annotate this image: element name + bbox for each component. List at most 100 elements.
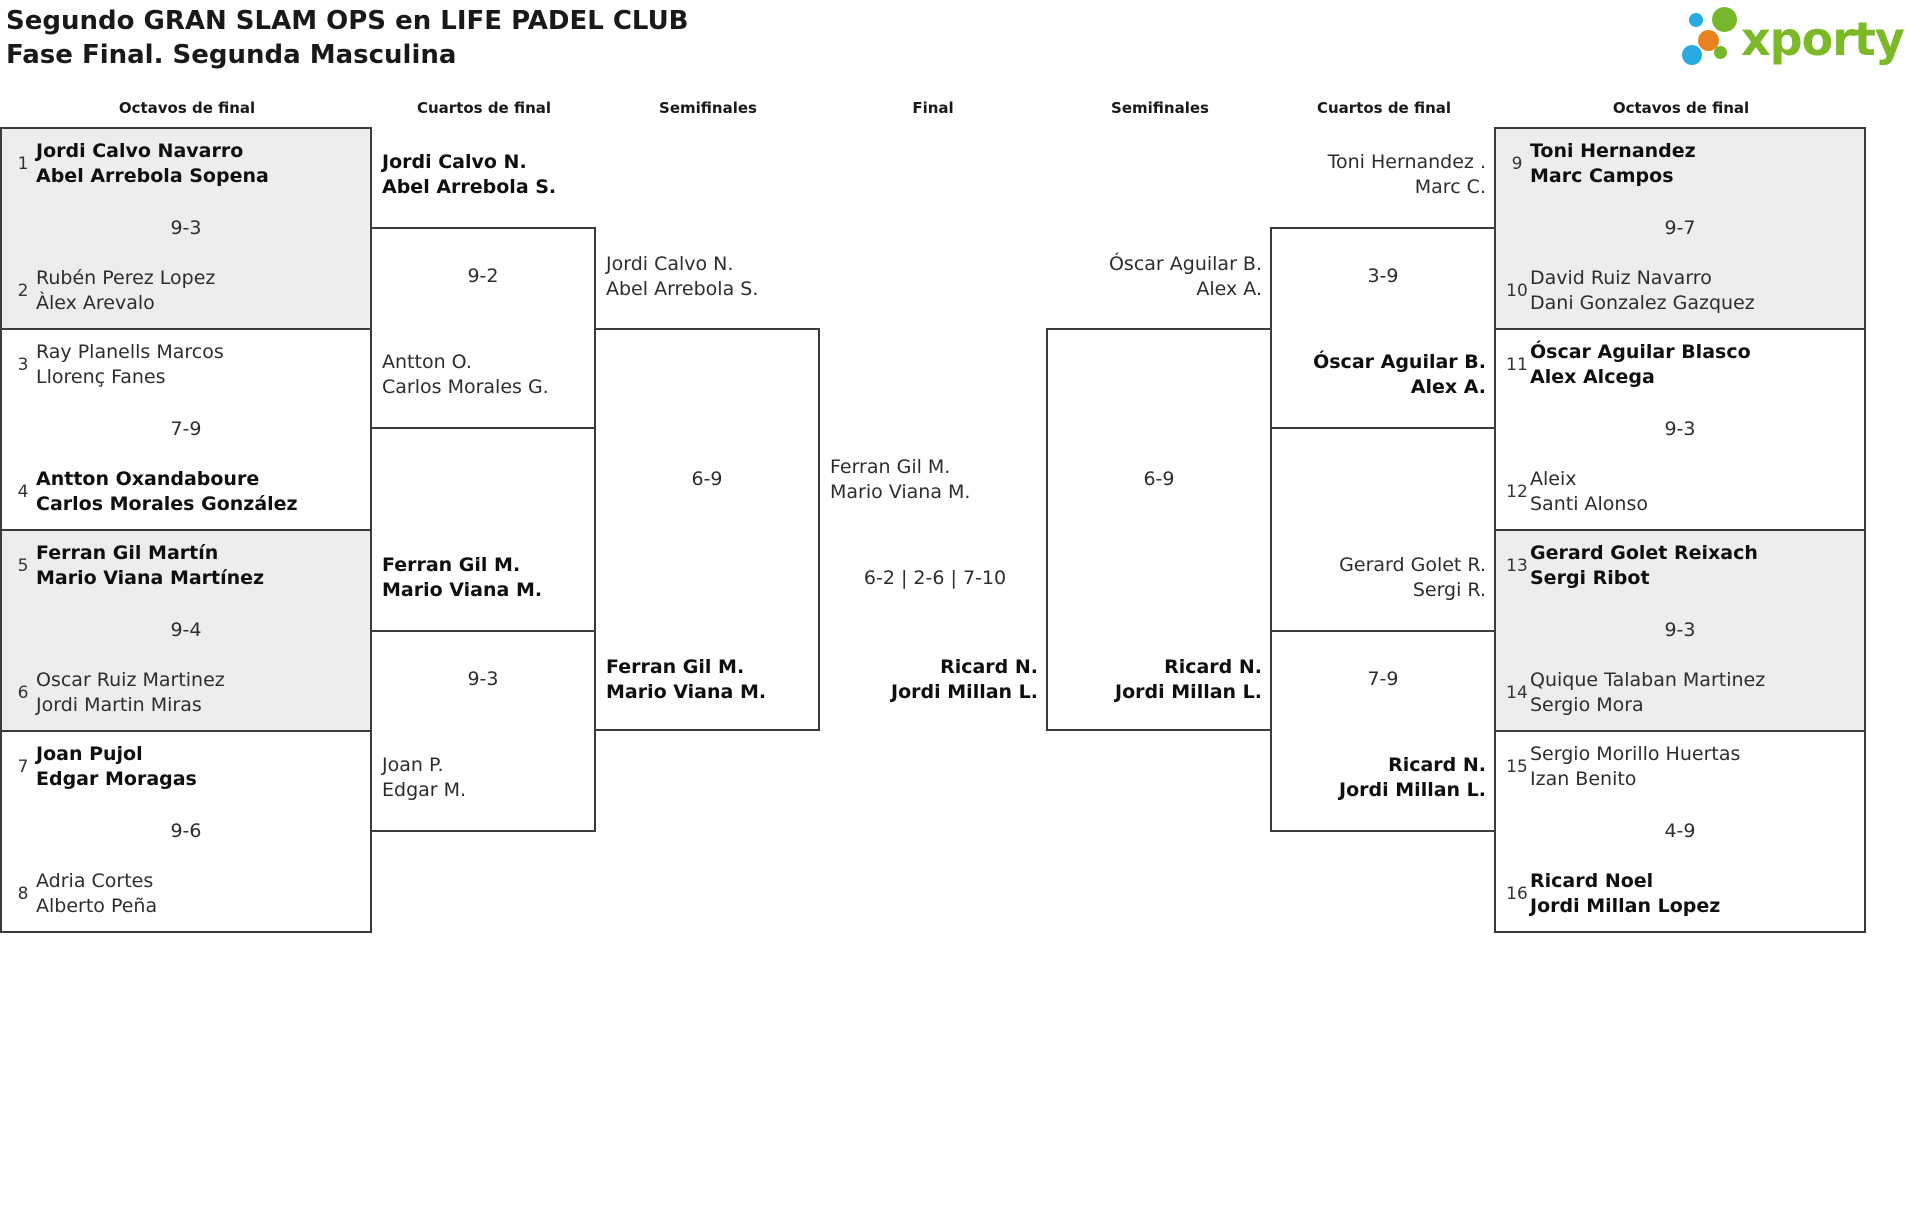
seed-number: 6	[17, 683, 29, 703]
match-box-octavos-1: 1 Jordi Calvo Navarro Abel Arrebola Sope…	[2, 129, 370, 330]
team-names: Antton Oxandaboure Carlos Morales Gonzál…	[36, 468, 298, 515]
seed-number: 16	[1506, 884, 1528, 904]
team-names: Ferran Gil Martín Mario Viana Martínez	[36, 542, 265, 589]
seed-number: 2	[17, 281, 29, 301]
team-names: Rubén Perez Lopez Àlex Arevalo	[36, 267, 216, 314]
team-entry: 1 Jordi Calvo Navarro Abel Arrebola Sope…	[2, 139, 370, 189]
round-header-cuartos-left: Cuartos de final	[416, 99, 552, 117]
match-box-octavos-4: 7 Joan Pujol Edgar Moragas 9-6 8 Adria C…	[2, 732, 370, 931]
match-score: 3-9	[1367, 265, 1399, 287]
team-names: Adria Cortes Alberto Peña	[36, 870, 158, 917]
xporty-logo[interactable]: xporty	[1680, 5, 1910, 75]
seed-number: 1	[17, 154, 29, 174]
seed-number: 13	[1506, 556, 1528, 576]
logo-dot-green-large	[1712, 7, 1737, 32]
match-score: 9-3	[1664, 618, 1696, 641]
match-box-octavos-6: 11 Óscar Aguilar Blasco Alex Alcega 9-3 …	[1496, 330, 1864, 531]
team-entry: 13 Gerard Golet Reixach Sergi Ribot	[1496, 541, 1864, 591]
logo-text: xporty	[1741, 12, 1905, 66]
team-names: David Ruiz Navarro Dani Gonzalez Gazquez	[1530, 267, 1755, 314]
team-names: Ricard N. Jordi Millan L.	[1339, 754, 1486, 801]
team-entry: 14 Quique Talaban Martinez Sergio Mora	[1496, 668, 1864, 718]
phase-name: Fase Final. Segunda Masculina	[6, 40, 457, 70]
match-score: 9-4	[170, 618, 202, 641]
match-box-octavos-5: 9 Toni Hernandez Marc Campos 9-7 10 Davi…	[1496, 129, 1864, 330]
match-box-octavos-3: 5 Ferran Gil Martín Mario Viana Martínez…	[2, 531, 370, 732]
seed-number: 4	[17, 482, 29, 502]
match-box-octavos-8: 15 Sergio Morillo Huertas Izan Benito 4-…	[1496, 732, 1864, 931]
match-score: 9-3	[467, 668, 499, 690]
team-names-champion: Ricard N. Jordi Millan L.	[891, 656, 1038, 703]
team-names: Sergio Morillo Huertas Izan Benito	[1530, 743, 1741, 790]
match-box-semifinal-left	[594, 328, 820, 731]
team-names: Ricard Noel Jordi Millan Lopez	[1530, 870, 1721, 917]
match-score: 9-6	[170, 819, 202, 842]
match-score: 9-2	[467, 265, 499, 287]
octavos-left-column: 1 Jordi Calvo Navarro Abel Arrebola Sope…	[0, 127, 372, 933]
team-names: Gerard Golet Reixach Sergi Ribot	[1530, 542, 1758, 589]
seed-number: 8	[17, 884, 29, 904]
seed-number: 9	[1511, 154, 1523, 174]
match-score: 4-9	[1664, 819, 1696, 842]
page-title: Segundo GRAN SLAM OPS en LIFE PADEL CLUB…	[6, 4, 689, 72]
team-entry: 3 Ray Planells Marcos Llorenç Fanes	[2, 340, 370, 390]
round-header-semis-left: Semifinales	[659, 99, 757, 117]
logo-dot-blue-small	[1689, 13, 1703, 27]
team-names: Jordi Calvo N. Abel Arrebola S.	[606, 253, 759, 300]
match-score: 9-7	[1664, 216, 1696, 239]
team-entry: 8 Adria Cortes Alberto Peña	[2, 869, 370, 919]
team-names: Óscar Aguilar B. Alex A.	[1313, 351, 1486, 398]
team-entry: 12 Aleix Santi Alonso	[1496, 467, 1864, 517]
seed-number: 7	[17, 757, 29, 777]
logo-dot-blue-large	[1682, 45, 1702, 65]
seed-number: 10	[1506, 281, 1528, 301]
match-score: 9-3	[170, 216, 202, 239]
team-names: Ray Planells Marcos Llorenç Fanes	[36, 341, 224, 388]
team-entry: 7 Joan Pujol Edgar Moragas	[2, 742, 370, 792]
team-names: Jordi Calvo Navarro Abel Arrebola Sopena	[36, 140, 269, 187]
team-entry: 11 Óscar Aguilar Blasco Alex Alcega	[1496, 340, 1864, 390]
team-names: Gerard Golet R. Sergi R.	[1339, 554, 1486, 601]
team-names: Quique Talaban Martinez Sergio Mora	[1530, 669, 1766, 716]
team-names: Óscar Aguilar B. Alex A.	[1108, 253, 1262, 300]
team-entry: 16 Ricard Noel Jordi Millan Lopez	[1496, 869, 1864, 919]
match-box-octavos-2: 3 Ray Planells Marcos Llorenç Fanes 7-9 …	[2, 330, 370, 531]
round-header-cuartos-right: Cuartos de final	[1316, 99, 1452, 117]
seed-number: 3	[17, 355, 29, 375]
team-names: Joan P. Edgar M.	[382, 754, 467, 801]
team-names: Ferran Gil M. Mario Viana M.	[606, 656, 767, 703]
team-names: Aleix Santi Alonso	[1530, 468, 1648, 515]
team-entry: 10 David Ruiz Navarro Dani Gonzalez Gazq…	[1496, 266, 1864, 316]
team-names: Óscar Aguilar Blasco Alex Alcega	[1530, 341, 1751, 388]
team-names-finalist-top: Ferran Gil M. Mario Viana M.	[830, 456, 971, 503]
team-entry: 6 Oscar Ruiz Martinez Jordi Martin Miras	[2, 668, 370, 718]
match-box-cuartos-left-2	[370, 630, 596, 832]
match-box-octavos-7: 13 Gerard Golet Reixach Sergi Ribot 9-3 …	[1496, 531, 1864, 732]
team-names: Jordi Calvo N. Abel Arrebola S.	[382, 151, 557, 198]
logo-dot-green-small	[1714, 46, 1727, 59]
tournament-name: Segundo GRAN SLAM OPS en LIFE PADEL CLUB	[6, 6, 689, 36]
team-entry: 15 Sergio Morillo Huertas Izan Benito	[1496, 742, 1864, 792]
match-score: 6-9	[1143, 468, 1175, 490]
round-header-octavos-right: Octavos de final	[1612, 99, 1750, 117]
team-entry: 5 Ferran Gil Martín Mario Viana Martínez	[2, 541, 370, 591]
match-score: 7-9	[1367, 668, 1399, 690]
team-names: Ricard N. Jordi Millan L.	[1115, 656, 1262, 703]
team-entry: 2 Rubén Perez Lopez Àlex Arevalo	[2, 266, 370, 316]
logo-dot-orange	[1698, 30, 1719, 51]
team-names: Toni Hernandez . Marc C.	[1327, 151, 1486, 198]
match-score: 7-9	[170, 417, 202, 440]
seed-number: 12	[1506, 482, 1528, 502]
team-names: Antton O. Carlos Morales G.	[382, 351, 549, 398]
seed-number: 14	[1506, 683, 1528, 703]
final-score: 6-2 | 2-6 | 7-10	[863, 567, 1007, 589]
team-names: Toni Hernandez Marc Campos	[1530, 140, 1696, 187]
seed-number: 11	[1506, 355, 1528, 375]
match-score: 9-3	[1664, 417, 1696, 440]
team-names: Ferran Gil M. Mario Viana M.	[382, 554, 543, 601]
round-header-semis-right: Semifinales	[1111, 99, 1209, 117]
round-header-octavos-left: Octavos de final	[118, 99, 256, 117]
team-names: Joan Pujol Edgar Moragas	[36, 743, 197, 790]
match-box-semifinal-right	[1046, 328, 1272, 731]
